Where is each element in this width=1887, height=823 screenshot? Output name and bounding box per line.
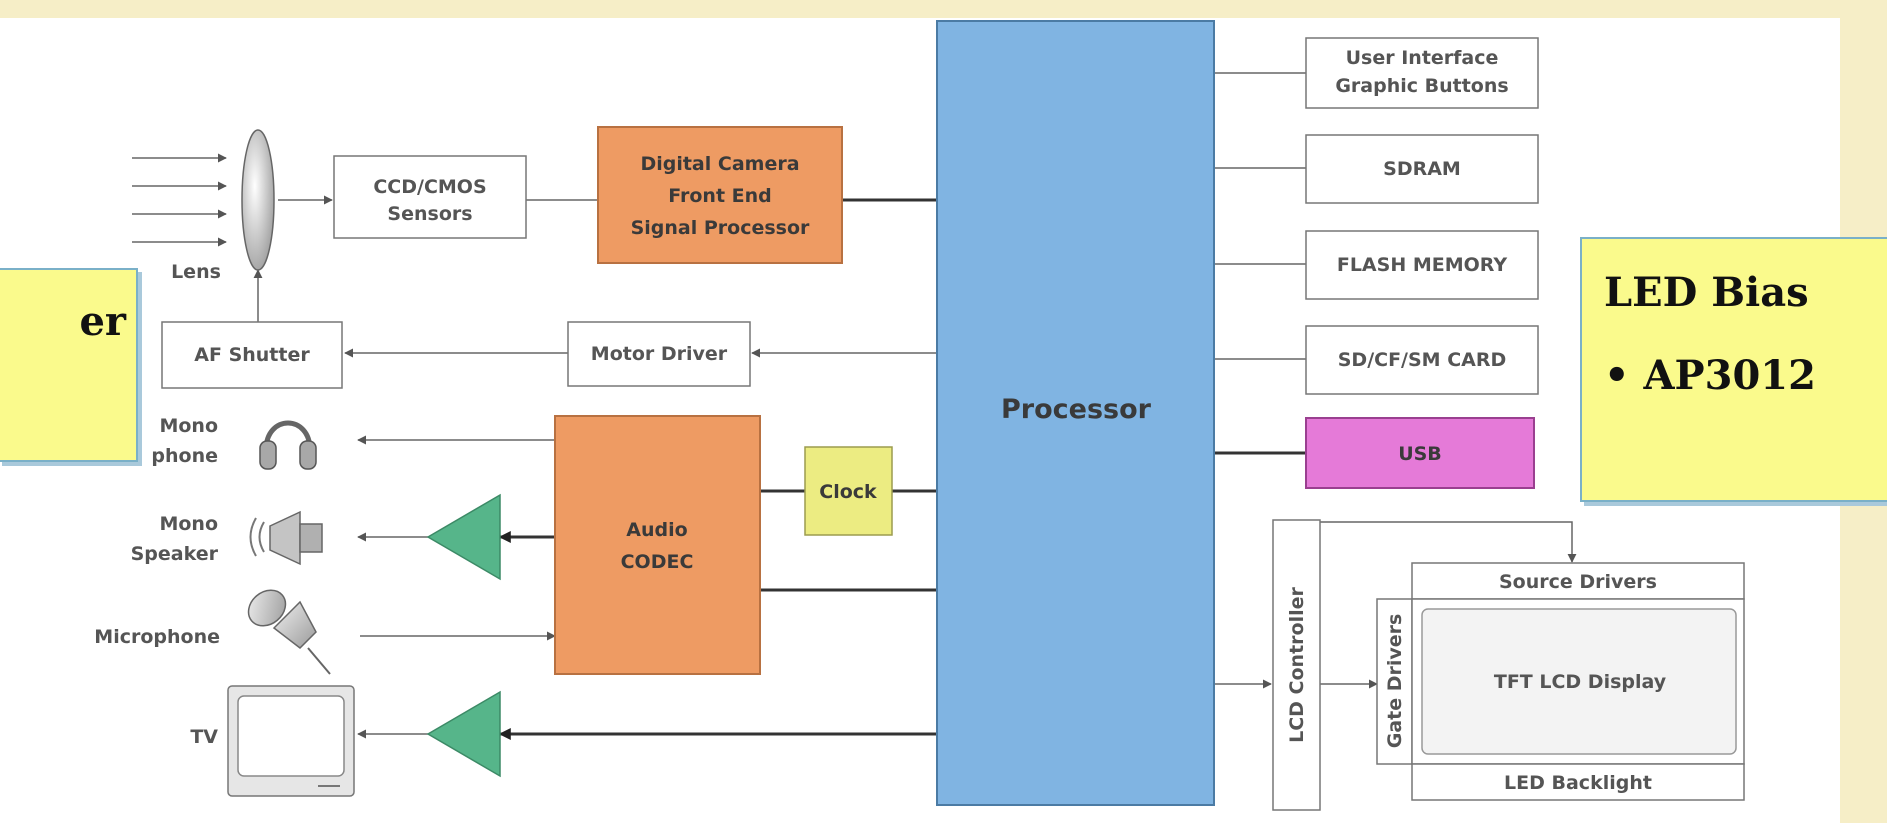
sdram-label: SDRAM (1383, 158, 1461, 180)
motor-driver-block: Motor Driver (567, 321, 751, 387)
ccd-block: CCD/CMOS Sensors (333, 155, 527, 239)
lcd-controller-block: LCD Controller (1272, 519, 1321, 811)
speaker-block: Mono Speaker (131, 510, 323, 566)
microphone-block: Microphone (94, 589, 331, 675)
lens-icon (241, 129, 275, 271)
lcd-controller-label: LCD Controller (1286, 586, 1308, 742)
usb-label: USB (1398, 443, 1442, 465)
source-drivers-label: Source Drivers (1499, 571, 1657, 593)
speaker-label-line1: Mono (159, 513, 218, 535)
lens-label: Lens (171, 261, 221, 283)
headphone-block: Mono phone (151, 415, 317, 470)
led-backlight-box (1411, 763, 1745, 801)
dcfe-block: Digital Camera Front End Signal Processo… (597, 126, 843, 264)
processor-label: Processor (1001, 394, 1152, 425)
led-bias-callout-note: LED Bias • AP3012 (1580, 237, 1887, 502)
speaker-icon (249, 510, 323, 566)
sdram-block: SDRAM (1305, 134, 1539, 204)
ui-buttons-block: User Interface Graphic Buttons (1305, 37, 1539, 109)
card-label: SD/CF/SM CARD (1338, 349, 1507, 371)
codec-label-line2: CODEC (621, 551, 694, 573)
microphone-label: Microphone (94, 626, 220, 648)
tft-display-label: TFT LCD Display (1494, 671, 1667, 693)
tft-display-area (1421, 608, 1737, 755)
led-backlight-label: LED Backlight (1504, 772, 1652, 794)
led-bias-title: LED Bias (1604, 269, 1809, 316)
ccd-label-line2: Sensors (387, 203, 472, 225)
clock-block: Clock (804, 446, 893, 536)
headphone-label-line1: Mono (159, 415, 218, 437)
left-callout-text: er (79, 298, 126, 345)
dcfe-label-line3: Signal Processor (631, 217, 810, 239)
left-callout-note: er (0, 268, 138, 462)
speaker-label-line2: Speaker (131, 543, 219, 565)
tv-icon (227, 685, 355, 797)
lens-block: Lens (171, 129, 275, 283)
lcd-to-source-connector (1320, 521, 1577, 563)
tv-label: TV (190, 726, 218, 748)
led-bias-part: • AP3012 (1604, 352, 1816, 399)
tv-amplifier-icon (426, 690, 501, 778)
audio-codec-block: Audio CODEC (554, 415, 761, 675)
dcfe-label-line2: Front End (668, 185, 772, 207)
af-shutter-block: AF Shutter (161, 321, 343, 389)
clock-label: Clock (819, 481, 877, 503)
headphone-icon (259, 420, 317, 470)
speaker-amplifier-icon (426, 493, 501, 581)
gate-drivers-label: Gate Drivers (1384, 614, 1406, 749)
usb-block: USB (1305, 417, 1535, 489)
ui-label-line1: User Interface (1346, 47, 1499, 69)
gate-drivers-box (1376, 598, 1413, 765)
card-block: SD/CF/SM CARD (1305, 325, 1539, 395)
dcfe-label-line1: Digital Camera (640, 153, 799, 175)
af-shutter-label: AF Shutter (194, 344, 310, 366)
ccd-label-line1: CCD/CMOS (373, 176, 486, 198)
headphone-label-line2: phone (151, 445, 218, 467)
motor-driver-label: Motor Driver (591, 343, 728, 365)
flash-memory-label: FLASH MEMORY (1337, 254, 1508, 276)
lcd-panel-assembly: Source Drivers Gate Drivers TFT LCD Disp… (1376, 562, 1745, 801)
processor-block: Processor (936, 20, 1215, 806)
codec-label-line1: Audio (626, 519, 687, 541)
microphone-icon (247, 589, 331, 675)
ui-label-line2: Graphic Buttons (1335, 75, 1508, 97)
flash-memory-block: FLASH MEMORY (1305, 230, 1539, 300)
tv-block: TV (190, 685, 355, 797)
